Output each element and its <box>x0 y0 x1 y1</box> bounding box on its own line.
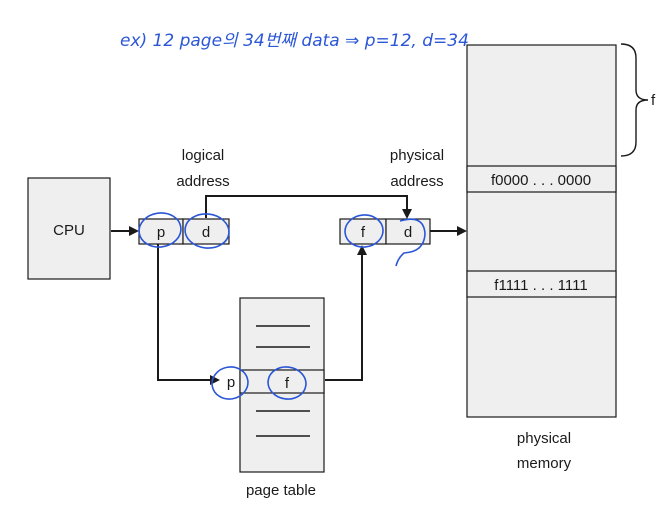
physical-cell-f-text: f <box>361 224 366 241</box>
logical-cell-p-text: p <box>157 224 165 241</box>
handwritten-circle-physical-d <box>395 218 426 267</box>
physical-caption-line1: physical <box>390 147 444 164</box>
handwritten-circle-table-f <box>267 366 307 400</box>
arrow-p-to-page-table <box>157 244 220 385</box>
brace-label: f <box>651 92 656 109</box>
handwritten-circle-logical-d <box>184 213 230 249</box>
physical-cell-d-text: d <box>404 224 412 241</box>
logical-cell-d-text: d <box>202 224 210 241</box>
handwritten-circle-table-p <box>211 366 249 400</box>
memory-frame-start-row <box>466 165 617 193</box>
page-table-caption: page table <box>246 482 316 499</box>
memory-caption-line2: memory <box>517 455 572 472</box>
memory-caption-line1: physical <box>517 430 571 447</box>
logical-cell-d <box>182 218 230 245</box>
memory-frame-end-text: f1111 . . . 1111 <box>494 277 587 294</box>
frame-brace <box>620 43 649 157</box>
cpu-label: CPU <box>53 222 85 239</box>
logical-caption-line2: address <box>176 173 229 190</box>
page-table-entry-row <box>239 369 325 394</box>
handwritten-circle-logical-p <box>138 212 182 248</box>
handwritten-annotation: ex) 12 page의 34번째 data ⇒ p=12, d=34 <box>120 31 469 51</box>
logical-caption-line1: logical <box>182 147 225 164</box>
arrow-d-offset <box>205 195 412 219</box>
page-table-entry-f: f <box>285 375 290 392</box>
memory-frame-start-text: f0000 . . . 0000 <box>491 172 591 189</box>
physical-caption-line2: address <box>390 173 443 190</box>
arrow-f-to-physical <box>325 245 367 381</box>
memory-frame-end-row <box>466 270 617 298</box>
cpu-box <box>27 177 111 280</box>
handwritten-circle-physical-f <box>344 214 384 248</box>
page-table-entry-p: p <box>227 374 235 391</box>
physical-memory-box <box>466 44 617 418</box>
